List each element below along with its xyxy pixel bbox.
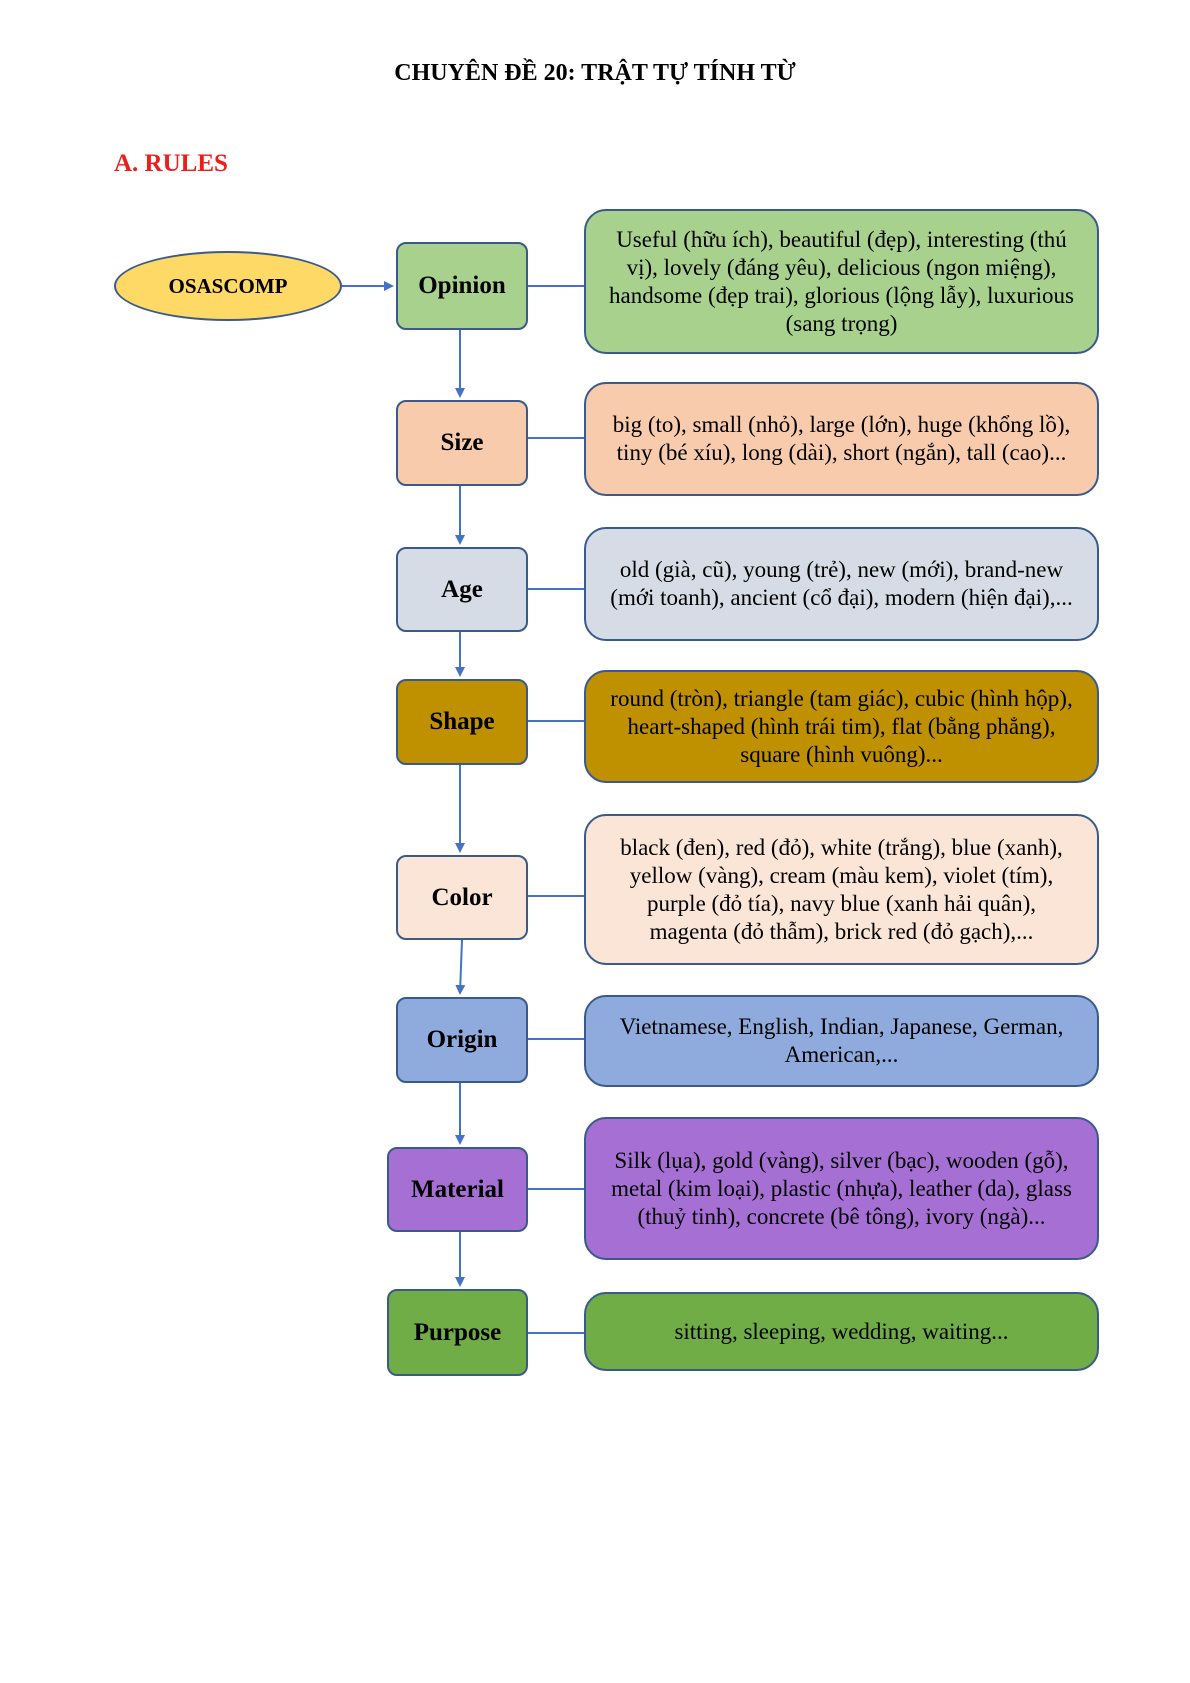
category-purpose: Purpose bbox=[387, 1289, 528, 1376]
category-size: Size bbox=[396, 400, 528, 486]
examples-age: old (già, cũ), young (trẻ), new (mới), b… bbox=[584, 527, 1099, 641]
examples-material: Silk (lụa), gold (vàng), silver (bạc), w… bbox=[584, 1117, 1099, 1260]
category-origin: Origin bbox=[396, 997, 528, 1083]
examples-color: black (đen), red (đỏ), white (trắng), bl… bbox=[584, 814, 1099, 965]
arrow-color-to-origin bbox=[455, 939, 466, 995]
examples-origin: Vietnamese, English, Indian, Japanese, G… bbox=[584, 995, 1099, 1087]
examples-purpose: sitting, sleeping, wedding, waiting... bbox=[584, 1292, 1099, 1371]
category-opinion: Opinion bbox=[396, 242, 528, 330]
category-color: Color bbox=[396, 855, 528, 940]
examples-size: big (to), small (nhỏ), large (lớn), huge… bbox=[584, 382, 1099, 496]
category-material: Material bbox=[387, 1147, 528, 1232]
examples-shape: round (tròn), triangle (tam giác), cubic… bbox=[584, 670, 1099, 783]
examples-opinion: Useful (hữu ích), beautiful (đẹp), inter… bbox=[584, 209, 1099, 354]
category-shape: Shape bbox=[396, 679, 528, 765]
category-age: Age bbox=[396, 547, 528, 632]
page-title: CHUYÊN ĐỀ 20: TRẬT TỰ TÍNH TỪ bbox=[394, 60, 796, 86]
start-node: OSASCOMP bbox=[114, 251, 342, 321]
section-heading: A. RULES bbox=[114, 150, 228, 177]
